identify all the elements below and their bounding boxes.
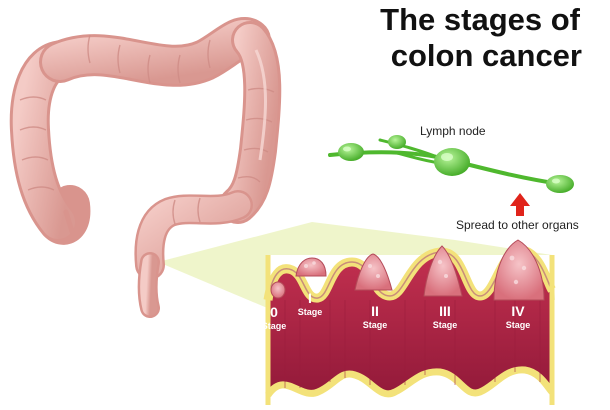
tumors: [270, 239, 545, 301]
title-line-2: colon cancer: [390, 38, 582, 73]
lymph-node-label: Lymph node: [420, 124, 486, 138]
tumor-stage-3: [423, 245, 463, 297]
tumor-stage-0: [270, 281, 286, 299]
spread-label: Spread to other organs: [456, 218, 579, 232]
stage-3-label: Stage: [432, 320, 458, 330]
tumor-stage-4: [493, 239, 545, 301]
stage-3-numeral: III: [439, 303, 451, 319]
lymph-node-network: [328, 135, 574, 193]
spread-arrow: [510, 193, 530, 216]
stage-2-label: Stage: [362, 320, 388, 330]
title-line-1: The stages of: [380, 2, 580, 37]
colon-illustration: [9, 17, 282, 318]
stage-4-numeral: IV: [511, 303, 525, 319]
stage-1-numeral: I: [308, 290, 312, 306]
lymph-node: [546, 175, 574, 193]
tumor-stage-1: [295, 257, 327, 277]
stage-4-label: Stage: [505, 320, 531, 330]
stage-1-label: Stage: [297, 307, 323, 317]
stage-0-label: Stage: [261, 321, 287, 331]
lymph-node: [388, 135, 406, 149]
lymph-node: [338, 143, 364, 161]
lymph-node: [434, 148, 470, 176]
stage-2-numeral: II: [371, 303, 379, 319]
stage-0-numeral: 0: [270, 304, 278, 320]
tumor-stage-2: [354, 253, 393, 291]
